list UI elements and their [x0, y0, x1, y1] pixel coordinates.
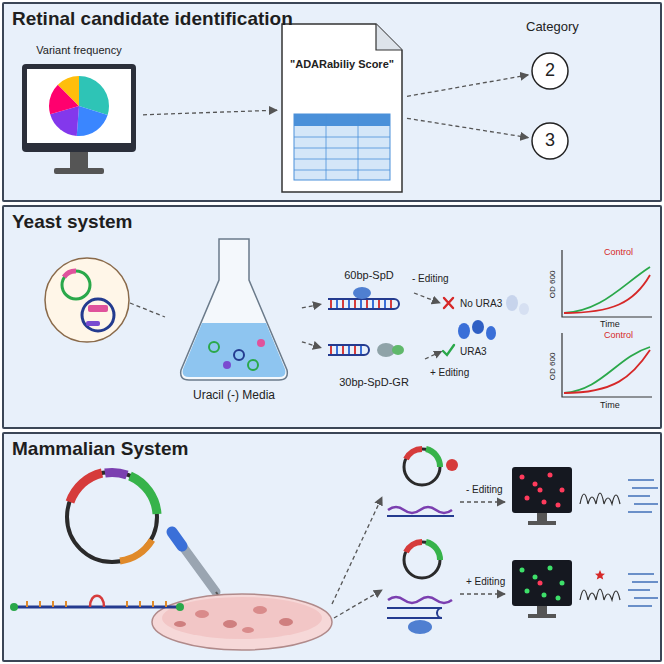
dashed-arrow	[407, 75, 528, 97]
node-text: "ADARabiliy Score"	[288, 58, 396, 71]
text-label: + Editing	[466, 576, 505, 587]
text-label: - Editing	[412, 273, 449, 284]
text-label: Control	[604, 248, 633, 258]
hairpin-node: 60bp-SpD	[324, 269, 414, 321]
panel-title: Mammalian System	[12, 438, 188, 460]
dashed-arrow	[407, 118, 528, 137]
text-label: Control	[604, 331, 633, 341]
panel: Yeast systemUracil (-) Media 60bp-SpD 30bp…	[2, 205, 662, 429]
dashed-arrow	[143, 110, 277, 115]
panel-title: Retinal candidate identification	[12, 8, 293, 30]
flask-node: Uracil (-) Media	[169, 235, 299, 407]
panel: Retinal candidate identificationVariant …	[2, 2, 662, 202]
panel-title: Yeast system	[12, 211, 132, 233]
text-label: No URA3	[460, 298, 502, 309]
node-text: 60bp-SpD	[324, 269, 414, 282]
category-circle: 2	[531, 52, 569, 90]
axis-label: OD 600	[549, 271, 558, 299]
node-text: 2	[531, 60, 569, 81]
dashed-arrow	[302, 342, 321, 348]
text-label: + Editing	[430, 367, 469, 378]
axis-label: OD 600	[549, 353, 558, 381]
doc-shape	[280, 22, 404, 194]
node-text: 3	[531, 130, 569, 151]
document-node: "ADARabiliy Score"	[280, 22, 404, 194]
panel: Mammalian System - Editing + Editing	[2, 432, 662, 662]
hairpin-node: 30bp-SpD-GR	[324, 339, 424, 389]
text-label: - Editing	[466, 484, 503, 495]
flask-shape	[169, 235, 299, 407]
dashed-arrow	[302, 304, 321, 308]
text-label: URA3	[460, 346, 487, 357]
category-circle: 3	[531, 122, 569, 160]
text-label: Category	[526, 20, 579, 34]
text-label: Time	[600, 320, 620, 330]
node-text: Variant frequency	[18, 44, 140, 57]
monitor-node: Variant frequency	[18, 42, 140, 192]
monitor-shape	[18, 42, 140, 192]
node-text: 30bp-SpD-GR	[324, 376, 424, 389]
text-label: Time	[600, 401, 620, 411]
node-text: Uracil (-) Media	[169, 389, 299, 403]
